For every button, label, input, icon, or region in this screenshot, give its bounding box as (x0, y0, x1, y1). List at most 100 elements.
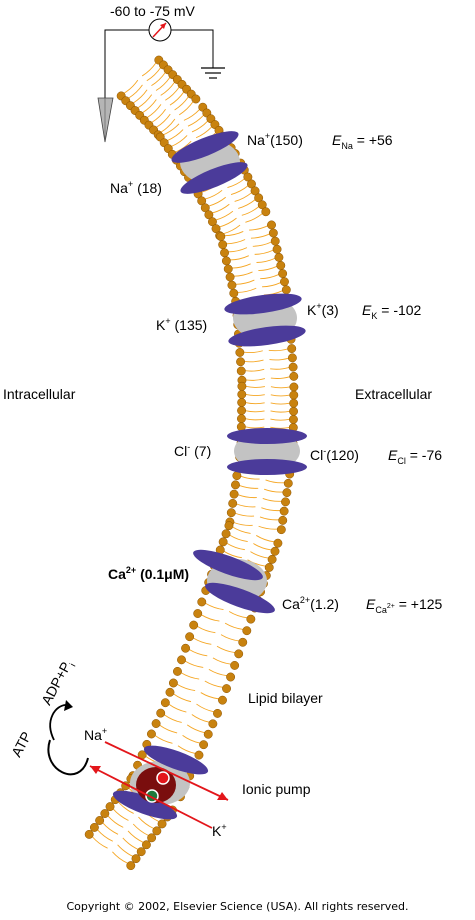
lipid-head (287, 353, 297, 363)
lipid-head (267, 220, 276, 230)
lipid-head (237, 398, 247, 407)
lipid-head (237, 389, 247, 399)
cl-channel (227, 428, 307, 475)
na-inside-label: Na+ (18) (110, 179, 162, 196)
lipid-head (200, 203, 210, 213)
lipid-head (203, 729, 213, 739)
lipid-head (220, 248, 229, 258)
lipid-head (247, 179, 256, 189)
lipid-head (261, 207, 271, 217)
lipid-head (208, 719, 218, 729)
lipid-head (238, 637, 248, 647)
lipid-head (273, 538, 283, 548)
lipid-head (242, 626, 252, 636)
lipid-head (236, 366, 246, 376)
lipid-head (264, 563, 274, 572)
lipid-head (136, 847, 146, 857)
lipid-head (234, 649, 244, 659)
lipid-head (288, 414, 298, 424)
na-outside-label: Na+(150) (247, 131, 303, 148)
ca-inside-label: Ca2+ (0.1μM) (108, 565, 190, 582)
lipid-head (223, 264, 233, 274)
lipid-head (147, 729, 156, 739)
lipid-head (289, 398, 299, 408)
ionic-pump (89, 741, 229, 829)
lipid-head (131, 854, 141, 864)
lipid-head (204, 210, 214, 220)
lipid-head (224, 521, 234, 531)
lipid-head (191, 94, 201, 104)
lipid-head (218, 240, 228, 250)
lipid-head (226, 672, 236, 682)
lipid-head (235, 348, 245, 357)
lipid-head (288, 362, 298, 372)
lipid-head (267, 554, 277, 564)
lipid-head (89, 823, 99, 832)
atp-cycle-arrow (47, 700, 89, 776)
lipid-head (197, 597, 207, 607)
lipid-head (278, 269, 288, 279)
lipid-head (100, 809, 110, 819)
lipid-head (126, 861, 136, 871)
lipid-head (197, 196, 207, 206)
lipid-head (221, 529, 231, 539)
na-binding-site (156, 771, 170, 785)
lipid-head (289, 371, 299, 381)
k-influx-arrow (89, 765, 213, 829)
ca-outside-label: Ca2+(1.2) (282, 595, 339, 612)
lipid-head (194, 750, 204, 760)
lipid-head (236, 357, 246, 367)
lipid-head (156, 708, 166, 718)
extracellular-label: Extracellular (355, 386, 433, 402)
lipid-head (276, 525, 286, 535)
lipid-head (229, 489, 239, 499)
lipid-head (227, 280, 237, 290)
lipid-head (246, 614, 256, 624)
na-efflux-arrow (104, 741, 229, 801)
lipid-head (221, 256, 231, 266)
lipid-head (147, 833, 157, 843)
lipid-head (237, 381, 247, 391)
lipid-head (236, 414, 246, 424)
lipid-head (230, 660, 240, 670)
lipid-head (282, 488, 292, 498)
lipid-head (141, 840, 151, 850)
lipid-head (216, 232, 226, 241)
lipid-head (281, 497, 290, 507)
lipid-head (160, 698, 170, 708)
lipid-head (237, 406, 247, 416)
lipid-head (289, 390, 299, 400)
lipid-head (177, 655, 186, 665)
lipid-head (270, 236, 280, 246)
lipid-head (152, 826, 162, 836)
lipid-head (208, 217, 217, 227)
lipid-head (226, 508, 236, 518)
lipid-head (279, 506, 289, 516)
lipid-head (289, 406, 299, 416)
lipid-head (151, 719, 161, 728)
lipid-head (173, 666, 182, 676)
lipid-head (199, 740, 209, 750)
lipid-head (268, 228, 278, 238)
ca-channel (193, 549, 275, 614)
lipid-head (218, 695, 227, 705)
lipid-head (272, 244, 282, 254)
microelectrode-icon (97, 97, 114, 143)
lipid-head (84, 829, 94, 839)
ca-equilibrium-potential: ECa2+ = +125 (366, 596, 443, 615)
copyright-notice: Copyright © 2002, Elsevier Science (USA)… (66, 900, 409, 913)
cl-equilibrium-potential: ECl = -76 (388, 447, 443, 466)
cl-inside-label: Cl- (7) (174, 442, 212, 459)
pump-na-label: Na+ (84, 726, 108, 743)
lipid-head (222, 684, 231, 694)
lipid-head (168, 678, 178, 688)
lipid-head (280, 277, 289, 287)
lipid-head (165, 687, 175, 697)
lipid-head (218, 537, 228, 547)
lipid-head (185, 632, 195, 642)
lipid-head (228, 498, 238, 508)
lipid-head (231, 480, 240, 490)
voltmeter-label: -60 to -75 mV (110, 3, 195, 19)
lipid-head (276, 261, 286, 270)
